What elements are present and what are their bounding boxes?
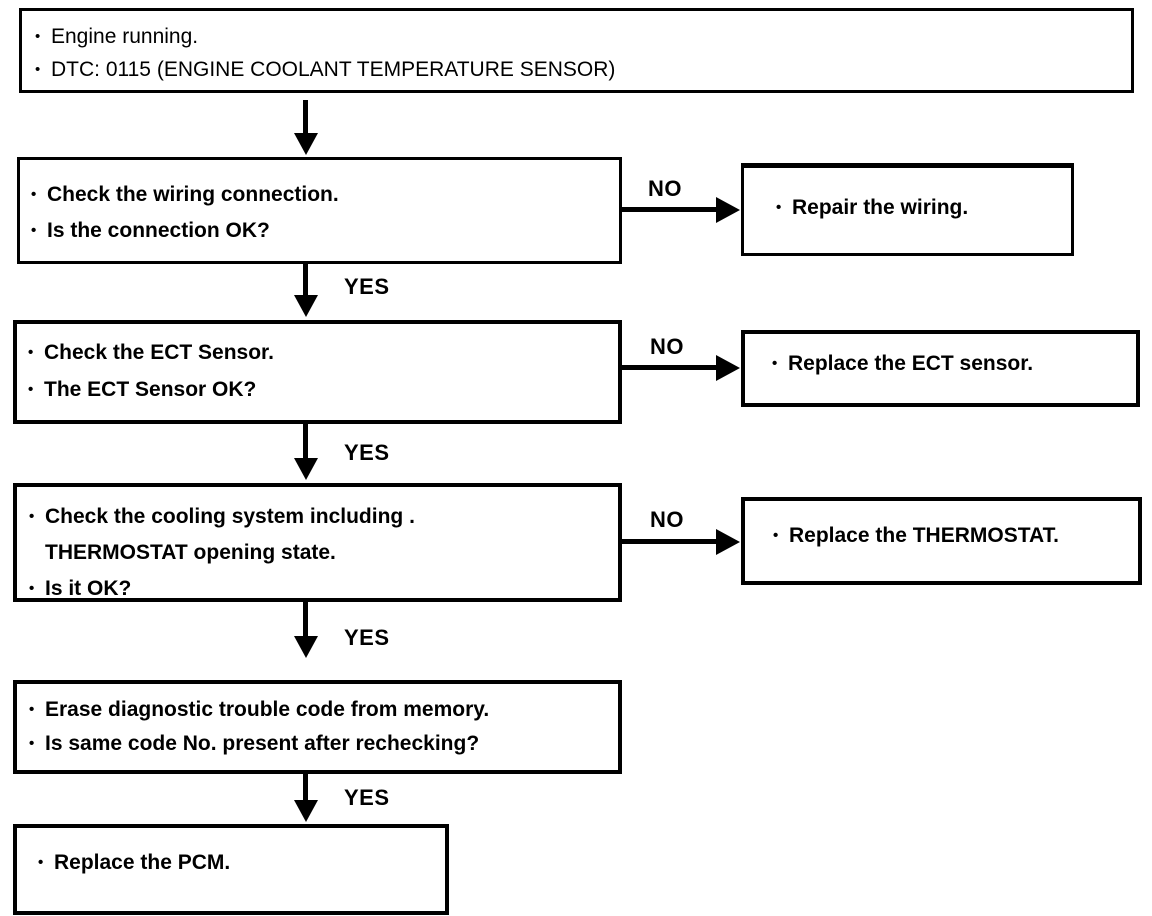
- node-line: • Replace the PCM.: [38, 848, 466, 878]
- bullet-icon: •: [29, 580, 35, 597]
- arrowhead-down-yes-1: [294, 295, 318, 317]
- node-line: • Replace the ECT sensor.: [772, 349, 1152, 379]
- bullet-icon: •: [776, 199, 782, 216]
- bullet-icon: •: [28, 381, 34, 398]
- bullet-icon: •: [29, 735, 35, 752]
- connector-line-no-2: [622, 365, 719, 370]
- bullet-icon: •: [28, 344, 34, 361]
- node-line: • Is same code No. present after recheck…: [29, 727, 630, 761]
- node-line-text: Erase diagnostic trouble code from memor…: [45, 698, 490, 721]
- bullet-icon: •: [35, 28, 41, 45]
- flow-node-replace-thermostat: • Replace the THERMOSTAT.: [741, 497, 1142, 585]
- arrowhead-right-no-1: [716, 197, 740, 223]
- node-line-text: The ECT Sensor OK?: [44, 378, 257, 401]
- node-text-block: • Check the cooling system including . •…: [29, 499, 630, 607]
- node-line: • The ECT Sensor OK?: [28, 371, 629, 408]
- bullet-icon: •: [772, 355, 778, 372]
- bullet-icon: •: [29, 508, 35, 525]
- arrowhead-down-yes-4: [294, 800, 318, 822]
- connector-line-yes-1: [303, 264, 308, 301]
- connector-line-no-3: [622, 539, 719, 544]
- node-line-text: Is it OK?: [45, 577, 132, 600]
- node-line-text: Check the cooling system including .: [45, 505, 415, 528]
- arrowhead-right-no-2: [716, 355, 740, 381]
- node-line-text: Replace the ECT sensor.: [788, 352, 1034, 375]
- flow-node-repair-wiring: • Repair the wiring.: [741, 163, 1074, 256]
- node-text-block: • Replace the PCM.: [38, 848, 466, 878]
- edge-label-no-1: NO: [648, 176, 682, 201]
- arrowhead-down-yes-2: [294, 458, 318, 480]
- node-text-block: • Check the ECT Sensor. • The ECT Sensor…: [28, 334, 629, 408]
- edge-label-yes-3: YES: [344, 625, 390, 650]
- arrowhead-down-yes-3: [294, 636, 318, 658]
- flow-node-start: • Engine running. • DTC: 0115 (ENGINE CO…: [19, 8, 1134, 93]
- node-line: • Erase diagnostic trouble code from mem…: [29, 693, 630, 727]
- node-line-text: DTC: 0115 (ENGINE COOLANT TEMPERATURE SE…: [51, 58, 616, 81]
- connector-line-no-1: [621, 207, 719, 212]
- node-line-text: Is same code No. present after recheckin…: [45, 732, 480, 755]
- node-line: • Check the ECT Sensor.: [28, 334, 629, 371]
- node-line: • Engine running.: [35, 20, 1144, 53]
- bullet-icon: •: [31, 186, 37, 203]
- node-text-block: • Check the wiring connection. • Is the …: [31, 177, 630, 249]
- node-text-block: • Erase diagnostic trouble code from mem…: [29, 693, 630, 761]
- edge-label-yes-1: YES: [344, 274, 390, 299]
- node-line-text: Check the ECT Sensor.: [44, 341, 274, 364]
- arrowhead-right-no-3: [716, 529, 740, 555]
- node-line-text: Repair the wiring.: [792, 196, 969, 219]
- bullet-icon: •: [29, 701, 35, 718]
- node-line: • DTC: 0115 (ENGINE COOLANT TEMPERATURE …: [35, 53, 1144, 86]
- node-line-text: Replace the THERMOSTAT.: [789, 524, 1059, 547]
- node-line: • Repair the wiring.: [776, 193, 1103, 223]
- flow-node-check-ect-sensor: • Check the ECT Sensor. • The ECT Sensor…: [13, 320, 622, 424]
- node-line: • Is it OK?: [29, 571, 630, 607]
- flow-node-check-wiring: • Check the wiring connection. • Is the …: [17, 157, 622, 264]
- bullet-icon: •: [38, 854, 44, 871]
- node-text-block: • Replace the ECT sensor.: [772, 349, 1152, 379]
- flow-node-replace-pcm: • Replace the PCM.: [13, 824, 449, 915]
- arrowhead-down-start-to-wiring: [294, 133, 318, 155]
- flow-node-replace-ect-sensor: • Replace the ECT sensor.: [741, 330, 1140, 407]
- node-line-continuation: • THERMOSTAT opening state.: [29, 535, 630, 571]
- node-text-block: • Engine running. • DTC: 0115 (ENGINE CO…: [35, 20, 1144, 86]
- edge-label-yes-2: YES: [344, 440, 390, 465]
- node-line-text: THERMOSTAT opening state.: [45, 541, 336, 564]
- connector-line-yes-2: [303, 424, 308, 463]
- node-line: • Replace the THERMOSTAT.: [773, 521, 1152, 551]
- connector-line-start-to-wiring: [303, 100, 308, 144]
- bullet-icon: •: [773, 527, 779, 544]
- node-text-block: • Repair the wiring.: [776, 193, 1103, 223]
- bullet-icon: •: [31, 222, 37, 239]
- edge-label-yes-4: YES: [344, 785, 390, 810]
- flow-node-erase-dtc: • Erase diagnostic trouble code from mem…: [13, 680, 622, 774]
- edge-label-no-2: NO: [650, 334, 684, 359]
- node-line-text: Replace the PCM.: [54, 851, 231, 874]
- bullet-icon: •: [35, 61, 41, 78]
- node-line-text: Check the wiring connection.: [47, 183, 339, 206]
- flow-node-check-cooling-system: • Check the cooling system including . •…: [13, 483, 622, 602]
- node-line-text: Is the connection OK?: [47, 219, 270, 242]
- node-text-block: • Replace the THERMOSTAT.: [773, 521, 1152, 551]
- edge-label-no-3: NO: [650, 507, 684, 532]
- node-line: • Is the connection OK?: [31, 213, 630, 249]
- node-line: • Check the wiring connection.: [31, 177, 630, 213]
- connector-line-yes-4: [303, 774, 308, 806]
- node-line: • Check the cooling system including .: [29, 499, 630, 535]
- node-line-text: Engine running.: [51, 25, 199, 48]
- connector-line-yes-3: [303, 602, 308, 640]
